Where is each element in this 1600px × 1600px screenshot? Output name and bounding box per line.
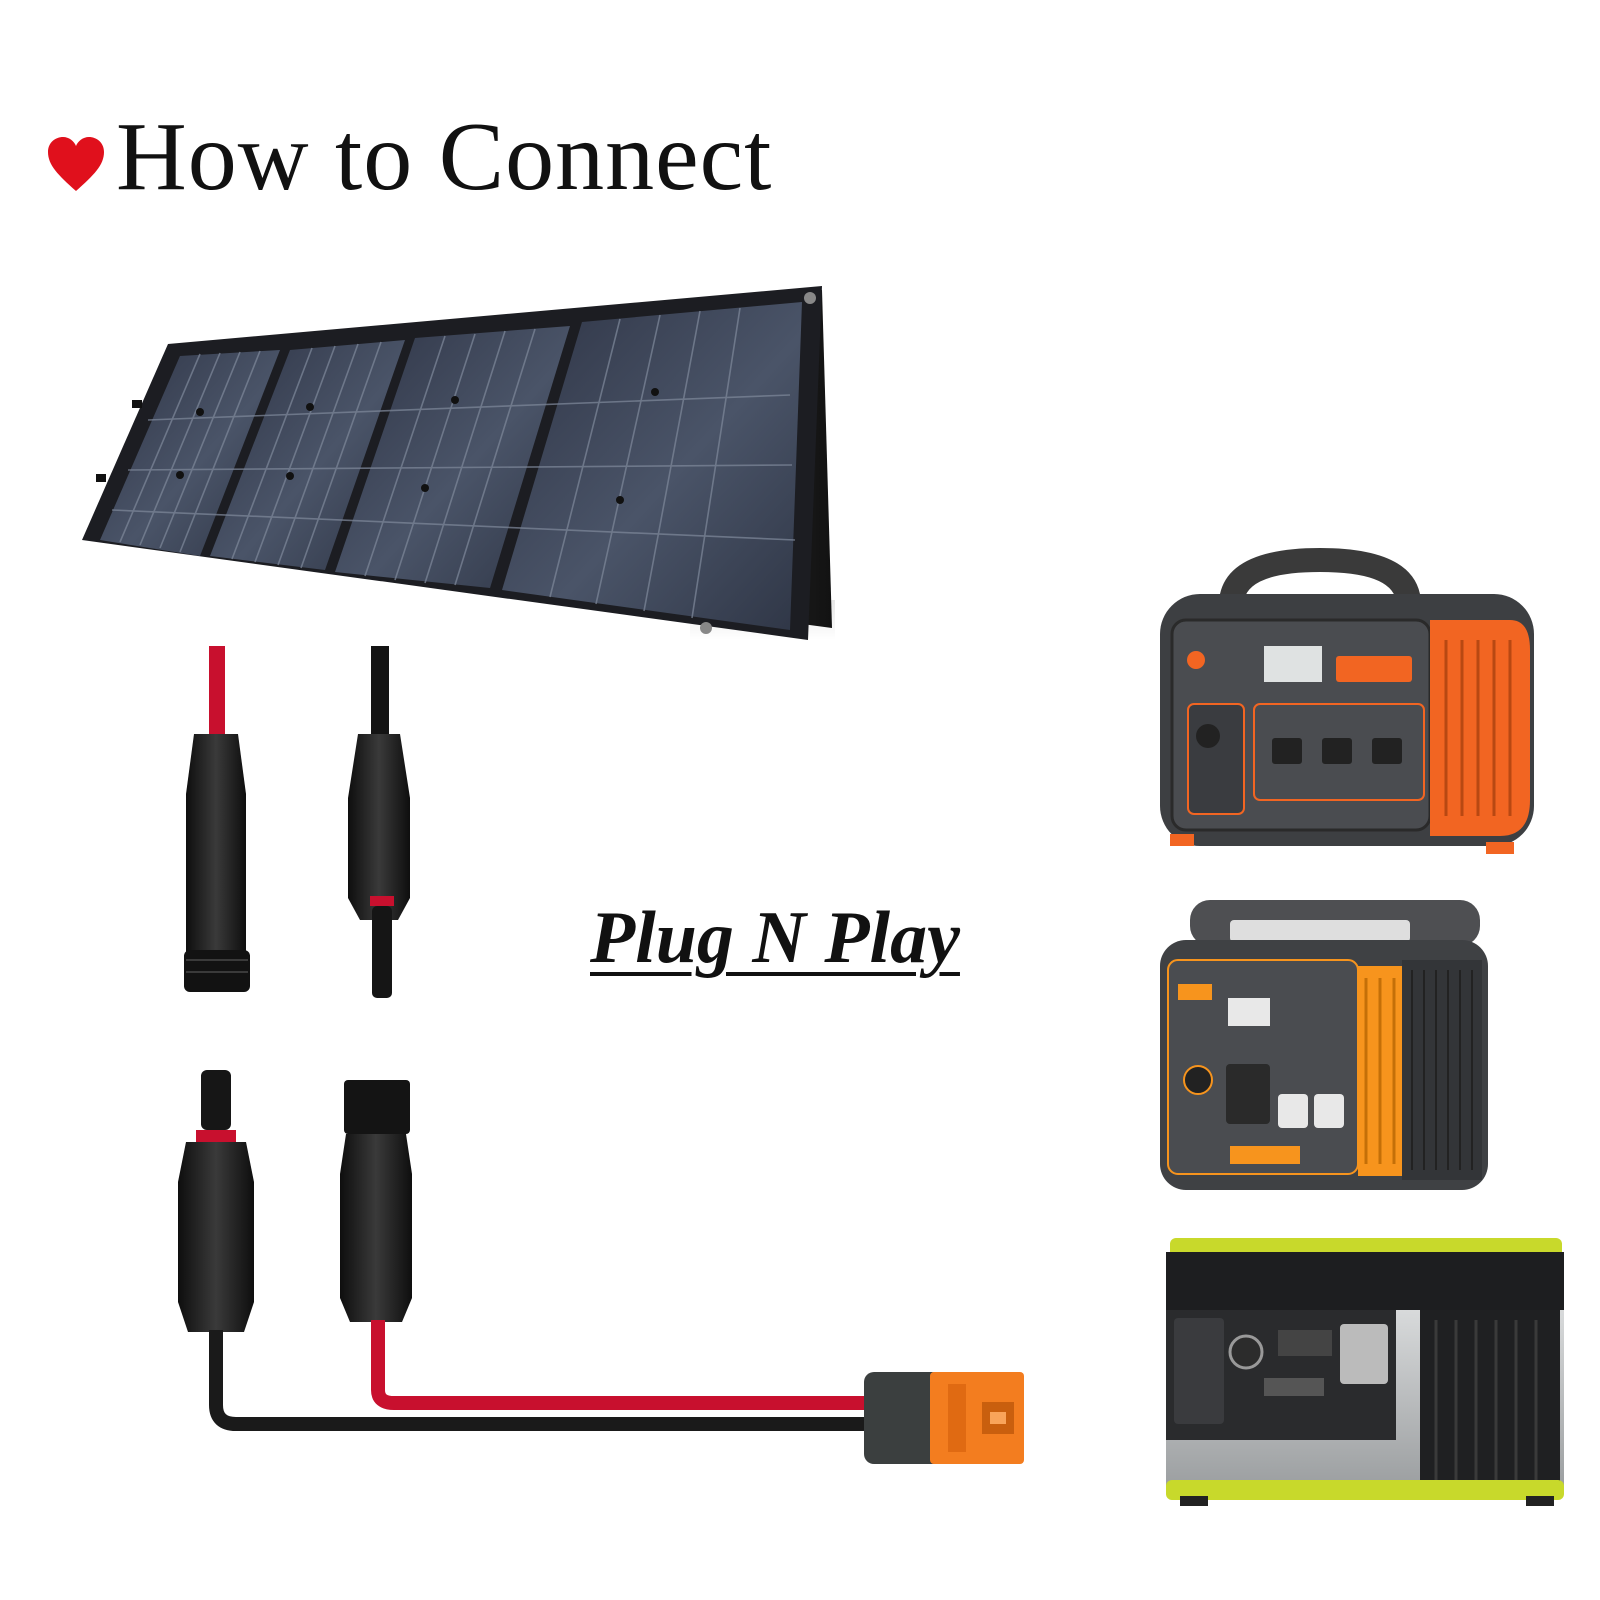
- solar-panel: [82, 286, 835, 640]
- tagline-text: Plug N Play: [590, 897, 960, 979]
- mc4-connectors-upper: [184, 646, 410, 998]
- mc4-to-xt60-cable: [178, 1070, 1024, 1464]
- page-header: How to Connect: [46, 108, 772, 206]
- power-station-3: [1166, 1238, 1564, 1506]
- heart-icon: [48, 137, 104, 191]
- power-station-1: [1160, 548, 1534, 854]
- power-station-2: [1160, 900, 1488, 1190]
- page-title: How to Connect: [116, 103, 773, 211]
